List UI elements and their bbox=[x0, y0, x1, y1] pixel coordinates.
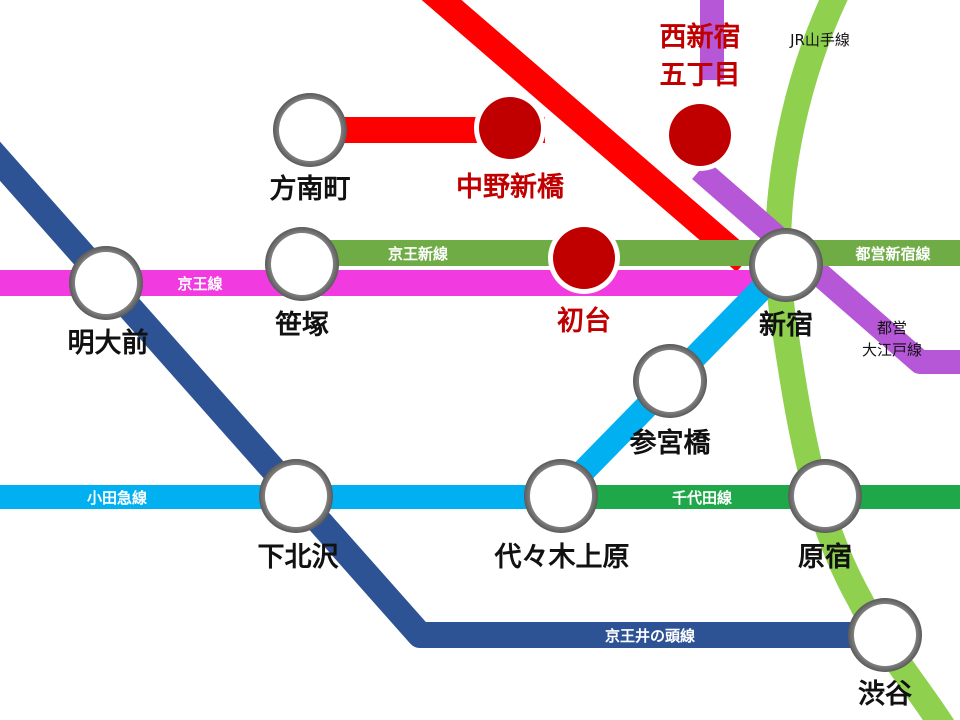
marunouchi-line bbox=[421, 0, 754, 272]
station-meidaimae-label: 明大前 bbox=[68, 327, 149, 359]
keio-new-line bbox=[300, 240, 790, 266]
station-nakano-shimbashi-label: 中野新橋 bbox=[456, 171, 565, 203]
station-sasazuka-label: 笹塚 bbox=[275, 310, 329, 341]
inokashira-line bbox=[0, 141, 885, 648]
keio-new-line-label: 京王新線 bbox=[388, 245, 448, 263]
toei-shinjuku-line-label: 都営新宿線 bbox=[854, 245, 930, 263]
station-shinjuku-label: 新宿 bbox=[759, 309, 813, 341]
station-nakano-shimbashi-marker[interactable] bbox=[474, 92, 546, 164]
yamanote-line-label: JR山手線 bbox=[789, 31, 850, 49]
station-yoyogi-uehara-label: 代々木上原 bbox=[494, 542, 630, 573]
station-shimokitazawa-label: 下北沢 bbox=[258, 542, 340, 573]
station-nishi-shinjuku-label-2: 五丁目 bbox=[660, 60, 741, 91]
station-nishi-shinjuku-gochome-marker[interactable] bbox=[664, 99, 736, 171]
inokashira-line-label: 京王井の頭線 bbox=[605, 627, 695, 645]
station-harajuku-label: 原宿 bbox=[798, 541, 852, 573]
station-shimokitazawa-marker[interactable] bbox=[259, 459, 333, 533]
station-shibuya-label: 渋谷 bbox=[858, 679, 913, 710]
station-honancho-marker[interactable] bbox=[273, 93, 347, 167]
station-harajuku-marker[interactable] bbox=[788, 459, 862, 533]
station-hatsudai-marker[interactable] bbox=[548, 222, 620, 294]
station-shibuya-marker[interactable] bbox=[848, 598, 922, 672]
keio-line-label: 京王線 bbox=[177, 275, 222, 293]
station-shinjuku-marker[interactable] bbox=[749, 228, 823, 302]
station-meidaimae-marker[interactable] bbox=[69, 246, 143, 320]
station-yoyogi-uehara-marker[interactable] bbox=[524, 459, 598, 533]
oedo-line-label-1: 都営 bbox=[877, 319, 907, 337]
station-sangubashi-label: 参宮橋 bbox=[630, 427, 712, 459]
station-hatsudai-label: 初台 bbox=[557, 305, 611, 337]
chiyoda-line-label: 千代田線 bbox=[672, 489, 732, 507]
oedo-line-label-2: 大江戸線 bbox=[862, 341, 922, 359]
station-nishi-shinjuku-label-1: 西新宿 bbox=[660, 21, 741, 53]
chiyoda-line bbox=[560, 485, 960, 509]
odakyu-line-label: 小田急線 bbox=[87, 489, 147, 507]
station-sangubashi-marker[interactable] bbox=[633, 344, 707, 418]
station-honancho-label: 方南町 bbox=[270, 173, 351, 205]
station-sasazuka-marker[interactable] bbox=[265, 227, 339, 301]
